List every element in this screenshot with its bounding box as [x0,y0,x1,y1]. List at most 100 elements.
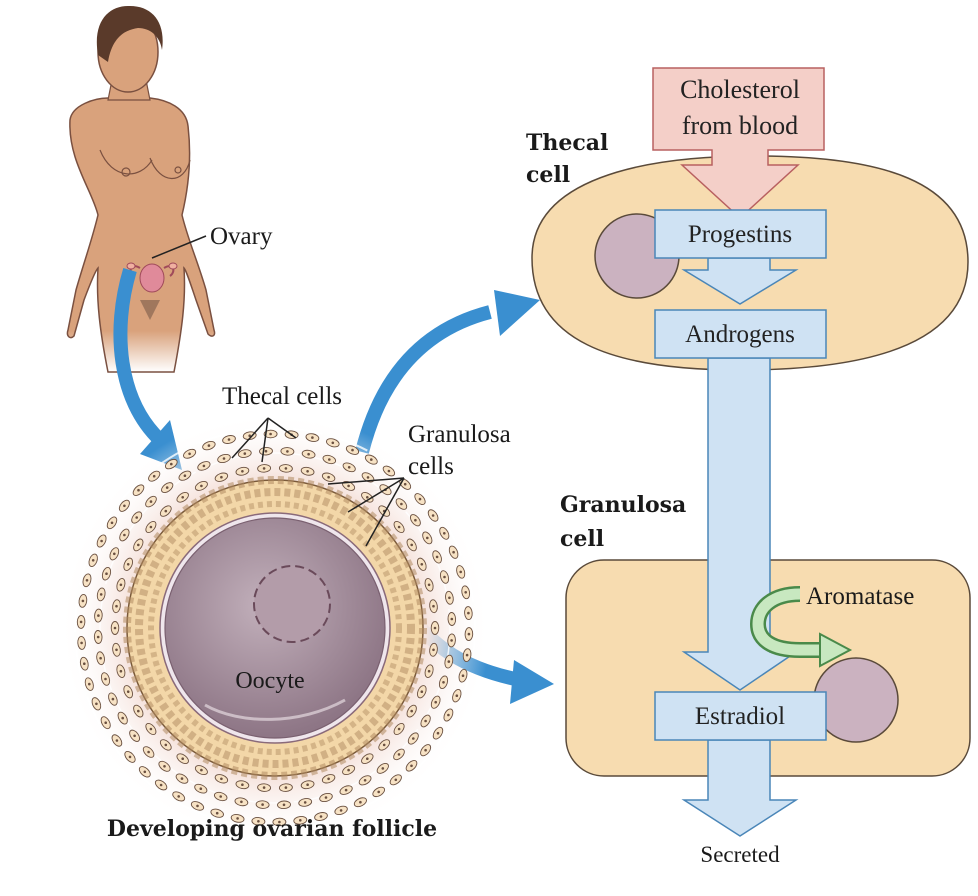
thecal-cell-nucleus-dot [137,488,140,492]
thecal-cell-nucleus-dot [432,648,435,652]
thecal-cell-nucleus-dot [119,583,123,587]
thecal-cell-nucleus-dot [433,626,437,630]
thecal-cell-nucleus-dot [181,757,184,760]
progestins-to-androgens-arrow [681,257,799,305]
thecal-cell-nucleus-dot [464,591,468,594]
thecal-cell-nucleus-dot [282,803,286,807]
thecal-cell-nucleus-dot [149,500,153,503]
oocyte-nucleus [253,565,331,643]
cholesterol-label-line2: from blood [682,111,798,140]
estradiol-secreted-arrow [681,739,799,837]
thecal-cell-nucleus-dot [467,632,471,636]
follicle-caption: Developing ovarian follicle [107,816,437,842]
thecal-cell-nucleus-dot [339,809,343,812]
thecal-cell-nucleus-dot [152,474,156,478]
thecal-cell-nucleus-dot [387,469,391,473]
thecal-cell-nucleus-dot [410,543,414,547]
thecal-cell-nucleus-dot [452,550,455,554]
thecal-cell-nucleus-dot [200,768,203,772]
thecal-cell-nucleus-dot [163,765,166,768]
thecal-cell-nucleus-dot [119,669,123,673]
follicle-to-thecal-arrowhead [494,290,540,336]
thecal-cell-nucleus-dot [347,768,350,772]
thecal-cell-nucleus-dot [202,464,206,468]
follicle-to-granulosa-arrowhead [510,660,554,704]
thecal-cell-nucleus-dot [306,470,309,473]
androgens-box [654,309,827,359]
thecal-cell-nucleus-dot [461,674,465,677]
thecal-cell-nucleus-dot [400,502,403,506]
thecal-cell-nucleus-dot [128,755,132,759]
estradiol-box [654,691,827,741]
thecal-cell-nucleus-dot [450,639,453,642]
thecal-cell-nucleus-dot [99,656,102,660]
thecal-cell-nucleus-dot [177,795,180,798]
follicle-to-thecal-arrow [355,305,492,454]
thecal-cell-nucleus-dot [115,739,119,742]
thecal-cell-nucleus-dot [165,486,169,489]
thecal-cell-nucleus-dot [133,734,136,738]
thecal-cell-nucleus-dot [96,635,100,639]
thecal-cell-nucleus-dot [104,677,107,681]
thecal-cell-nucleus-dot [196,804,199,808]
thecal-cell-nucleus-dot [97,614,100,617]
thecal-cell-nucleus-dot [465,653,469,657]
thecal-cell-nucleus-dot [450,617,454,621]
thecal-cell-nucleus-dot [135,516,138,519]
aromatase-label: Aromatase [806,583,914,610]
thecal-cell-nucleus-dot [262,786,266,789]
thecal-cell-nucleus-dot [455,694,459,697]
thecal-cell-nucleus-dot [269,432,272,436]
thecal-cells-label: Thecal cells [222,383,342,410]
thecal-cell-nucleus-dot [278,820,281,824]
thecal-cell-nucleus-dot [123,533,126,537]
thecal-cell-nucleus-dot [420,563,424,566]
thecal-cell-nucleus-dot [447,660,451,663]
thecal-cell-nucleus-dot [366,476,370,479]
thecal-cell-nucleus-dot [427,669,431,673]
thecal-cell-nucleus-dot [99,593,103,596]
thecal-cell-nucleus-dot [447,713,450,717]
thecal-cell-nucleus-dot [243,452,247,455]
thecal-cell-nucleus-dot [164,743,168,747]
thecal-cell-nucleus-dot [324,796,328,799]
thecal-cell-nucleus-dot [180,777,184,780]
thecal-cell-nucleus-dot [311,436,314,439]
thecal-cell-nucleus-dot [366,496,369,499]
thecal-cell-nucleus-dot [319,815,323,818]
progestins-box [654,209,827,259]
thecal-cell-nucleus-dot [424,748,427,752]
thecal-cell-nucleus-dot [382,743,386,747]
granulosa-cell-label-line1: Granulosa [560,492,686,518]
thecal-cell-nucleus-dot [200,484,203,488]
thecal-cell-nucleus-dot [219,795,222,798]
thecal-cell-nucleus-dot [115,648,118,652]
thecal-cell-nucleus-dot [347,484,350,488]
thecal-cell-nucleus-dot [420,690,424,693]
thecal-cell-nucleus-dot [351,448,354,452]
thecal-cell-nucleus-dot [215,811,219,815]
thecal-cell-nucleus-dot [95,702,98,706]
thecal-cell-nucleus-dot [431,514,435,517]
follicle-leader-lines [231,417,405,547]
progestins-label: Progestins [688,221,792,248]
thecal-cell-nucleus-dot [181,496,184,499]
thecal-cell-nucleus-dot [126,563,130,566]
thecal-cell-nucleus-dot [410,764,413,768]
cholesterol-arrow [652,67,825,220]
thecal-cell-nucleus-dot [85,579,89,582]
thecal-cell-label-line1: Thecal [526,130,608,156]
thecal-cell-nucleus-dot [262,467,266,470]
thecal-cell-label-line2: cell [526,162,570,188]
thecal-cell-nucleus-dot [412,737,415,740]
thecal-cell-nucleus-dot [286,450,289,453]
thecal-cell-nucleus-dot [359,800,362,804]
thecal-cell-nucleus-dot [403,482,407,486]
thecal-cell-nucleus-dot [366,757,369,760]
ovarian-follicle [60,413,490,843]
thecal-cell-nucleus-dot [303,801,307,804]
aromatase-arrow [749,586,853,668]
thecal-cell-nucleus-dot [261,803,264,806]
thecal-cell-nucleus-dot [299,819,302,822]
